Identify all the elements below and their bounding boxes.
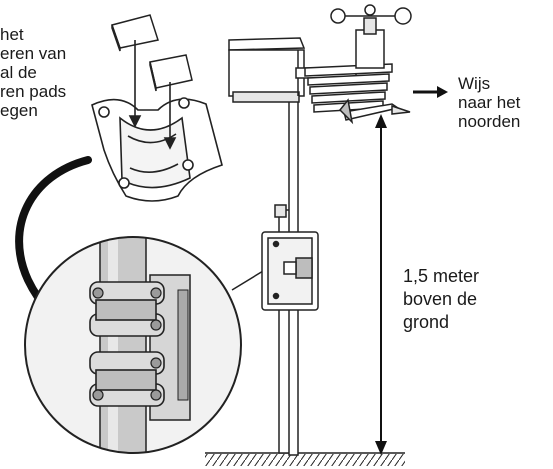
pads-line-5: egen (0, 101, 38, 120)
pads-line-3: al de (0, 63, 37, 82)
sensor-box (261, 231, 319, 311)
pads-line-4: ren pads (0, 82, 67, 101)
height-instruction-label: 1,5 meter boven de grond (403, 265, 479, 334)
rubber-pad-1 (111, 14, 159, 52)
pad-arrows (128, 40, 177, 150)
height-line-1: 1,5 meter (403, 266, 480, 286)
pads-line-1: het (0, 25, 24, 44)
pads-line-2: eren van (0, 44, 67, 63)
north-line-3: noorden (458, 112, 521, 131)
height-line-3: grond (403, 312, 450, 332)
weather-station-head (228, 4, 412, 125)
north-instruction-label: Wijs naar het noorden (458, 74, 520, 131)
double-arrow-vertical-icon (375, 114, 387, 455)
detail-circle (24, 236, 269, 454)
arrow-right-icon (413, 86, 448, 98)
north-line-2: naar het (458, 93, 521, 112)
rubber-pad-2 (149, 54, 193, 92)
north-line-1: Wijs (458, 74, 491, 93)
pads-instruction-label: het eren van al de ren pads egen (0, 25, 66, 120)
ground (205, 452, 405, 466)
mounting-bracket (91, 97, 223, 202)
height-line-2: boven de (403, 289, 478, 309)
